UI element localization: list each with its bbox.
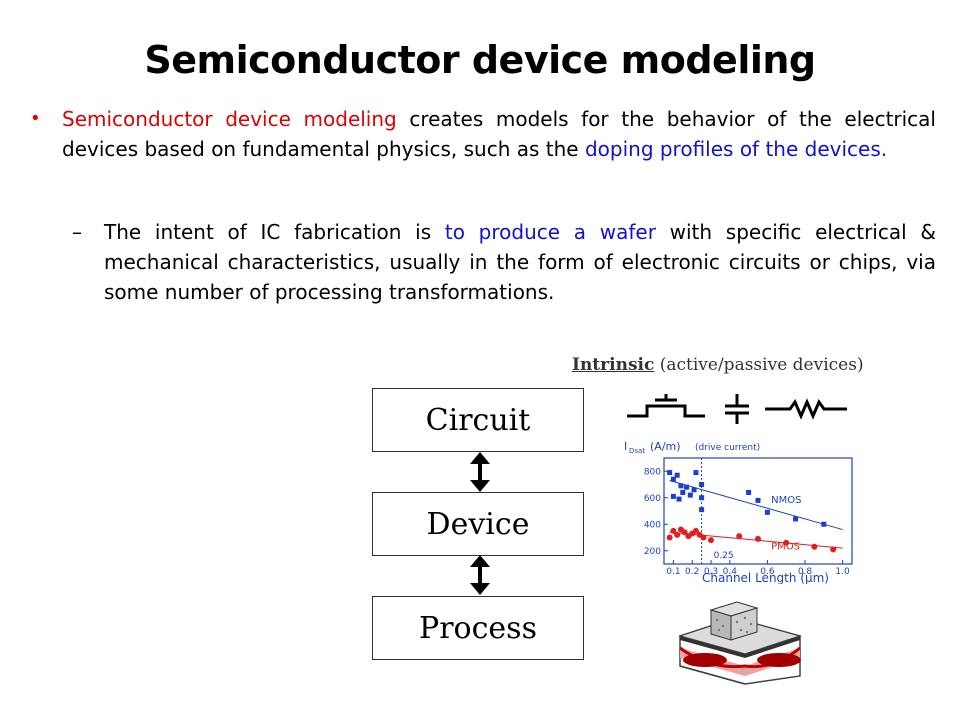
- wafer-link[interactable]: to produce a wafer: [444, 220, 656, 244]
- process-box: Process: [372, 596, 584, 660]
- plot-frame: [663, 457, 853, 565]
- bullet-body: creates models for the behavior of the e…: [62, 107, 936, 161]
- nmos-label: NMOS: [771, 495, 801, 506]
- nmos-point: [793, 516, 799, 522]
- pmos-point: [736, 533, 743, 540]
- pmos-point: [681, 529, 688, 536]
- sub-bullet-text: The intent of IC fabrication is to produ…: [104, 217, 936, 307]
- nmos-point: [687, 492, 693, 498]
- x-tick-label: 0.3: [704, 567, 718, 577]
- capacitor-symbol-icon: [725, 394, 749, 424]
- nmos-point: [699, 495, 705, 501]
- sub-bullet-body-2: with specific electrical & mechanical ch…: [104, 220, 936, 304]
- vline-label: 0.25: [714, 551, 734, 561]
- nmos-point: [755, 497, 761, 503]
- pmos-label: PMOS: [771, 541, 800, 552]
- nmos-point: [699, 507, 705, 513]
- circuit-box: Circuit: [372, 388, 584, 452]
- pmos-point: [755, 535, 761, 542]
- page-title: Semiconductor device modeling: [144, 38, 816, 82]
- nmos-point: [678, 483, 684, 489]
- pmos-point: [674, 531, 681, 538]
- pmos-point: [783, 539, 790, 546]
- x-tick-label: 0.4: [723, 567, 738, 577]
- double-arrow-icon: [470, 555, 490, 595]
- nmos-trendline: [669, 480, 843, 531]
- transistor-symbol-icon: [627, 394, 705, 418]
- y-tick-label: 200: [644, 547, 661, 557]
- nmos-point: [693, 470, 699, 476]
- idsat-chart: I Dsat (A/m) (drive current) 800 600 400 20…: [624, 440, 853, 584]
- chart-yunit: (A/m): [650, 440, 681, 453]
- x-tick-label: 0.8: [798, 567, 813, 577]
- x-tick-label: 1.0: [835, 567, 850, 577]
- nmos-point: [670, 493, 676, 499]
- intrinsic-label: Intrinsic: [572, 355, 655, 375]
- nmos-point: [680, 489, 686, 495]
- pmos-point: [830, 546, 837, 553]
- pmos-point: [700, 534, 707, 541]
- x-tick-label: 0.2: [685, 567, 699, 577]
- nmos-point: [684, 484, 690, 490]
- chart-xlabel: Channel Length (µm): [702, 571, 829, 584]
- sub-bullet-body-1: The intent of IC fabrication is: [104, 220, 445, 244]
- device-box: Device: [372, 492, 584, 556]
- x-tick-label: 0.6: [760, 567, 775, 577]
- pmos-point: [692, 527, 699, 534]
- resistor-symbol-icon: [765, 398, 847, 420]
- pmos-point: [666, 534, 673, 541]
- y-tick-label: 600: [644, 494, 661, 504]
- highlight-term: Semiconductor device modeling: [62, 107, 397, 131]
- chart-ylabel-sub: Dsat: [629, 447, 645, 455]
- pmos-point: [670, 527, 677, 534]
- y-tick-label: 400: [644, 520, 661, 530]
- sub-bullet-item: – The intent of IC fabrication is to pro…: [72, 217, 936, 307]
- chart-ylabel: I: [624, 440, 627, 453]
- nmos-point: [691, 487, 697, 493]
- chart-annotation: (drive current): [695, 443, 760, 453]
- device-symbols: [627, 394, 847, 424]
- nmos-point: [746, 489, 752, 495]
- nmos-point: [667, 470, 673, 476]
- intrinsic-desc: (active/passive devices): [654, 355, 864, 375]
- y-tick-label: 800: [644, 467, 661, 477]
- nmos-point: [821, 521, 827, 527]
- double-arrow-icon: [470, 452, 490, 492]
- pmos-point: [708, 537, 714, 544]
- doping-link[interactable]: doping profiles of the devices.: [584, 137, 888, 161]
- nmos-point: [699, 482, 705, 487]
- bullet-text: Semiconductor device modeling creates mo…: [62, 104, 936, 164]
- pmos-point: [811, 543, 818, 550]
- nmos-point: [676, 496, 682, 502]
- x-tick-label: 0.1: [666, 567, 680, 577]
- intrinsic-header: Intrinsic (active/passive devices): [572, 355, 864, 375]
- bullet-item: • Semiconductor device modeling creates …: [30, 104, 936, 164]
- bullet-marker: •: [30, 108, 41, 129]
- nmos-point: [674, 472, 680, 478]
- nmos-point: [764, 509, 770, 515]
- sub-bullet-marker: –: [72, 220, 82, 244]
- nmos-point: [670, 476, 676, 482]
- transistor-3d-illustration: [677, 601, 803, 685]
- hierarchy-arrows: [470, 452, 490, 595]
